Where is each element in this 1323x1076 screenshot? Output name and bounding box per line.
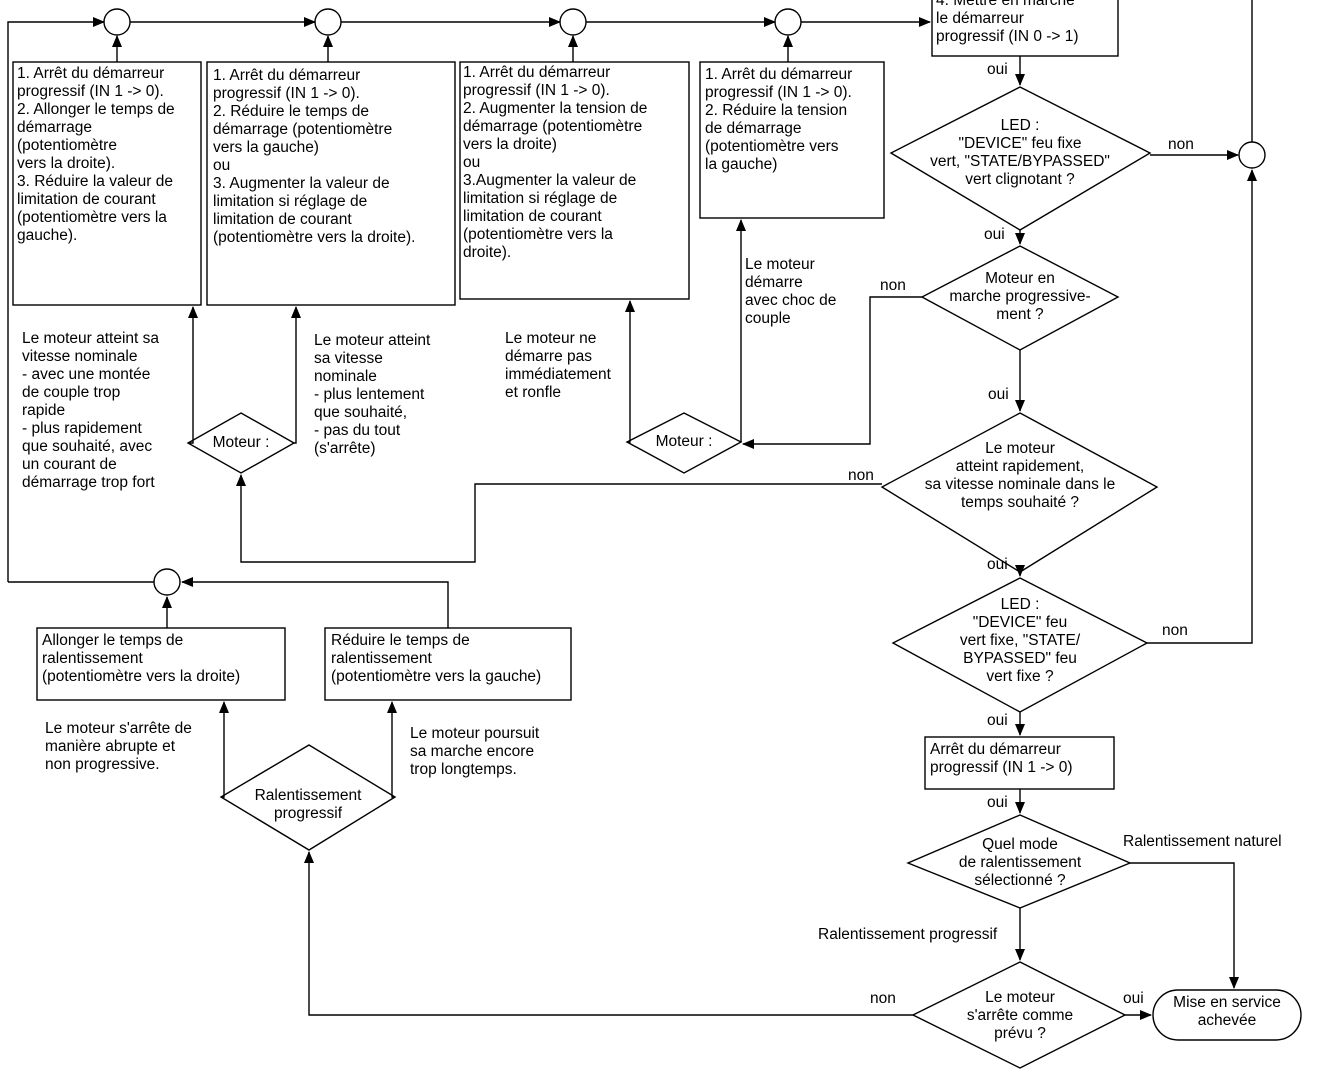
- box-lengthen: [36, 627, 286, 701]
- box-lengthen-text: Allonger le temps de ralentissement (pot…: [42, 632, 241, 685]
- junction-2: [314, 8, 342, 36]
- diamond-stops: [911, 961, 1127, 1069]
- note-long-run: Le moteur poursuit sa marche encore trop…: [410, 725, 540, 778]
- box-a1-text: 1. Arrêt du démarreur progressif (IN 1 -…: [17, 65, 175, 244]
- box-a4-text: 1. Arrêt du démarreur progressif (IN 1 -…: [705, 66, 853, 173]
- box-a4: [699, 61, 885, 219]
- box-start: [931, 0, 1119, 57]
- diamond-progressive-text: Moteur en marche progressive- ment ?: [949, 270, 1091, 323]
- junction-right: [1238, 141, 1266, 169]
- box-a2-text: 1. Arrêt du démarreur progressif (IN 1 -…: [213, 67, 416, 246]
- label-non-3: non: [848, 467, 874, 484]
- note-abrupt-stop: Le moteur s'arrête de manière abrupte et…: [45, 720, 192, 773]
- note-fast-start: Le moteur atteint sa vitesse nominale - …: [22, 330, 159, 491]
- label-non-2: non: [880, 277, 906, 294]
- label-oui-2: oui: [984, 226, 1005, 243]
- box-end: [1152, 989, 1302, 1041]
- box-start-text: 4. Mettre en marche le démarreur progres…: [936, 0, 1079, 45]
- box-shorten-text: Réduire le temps de ralentissement (pote…: [331, 632, 542, 685]
- diamond-stops-text: Le moteur s'arrête comme prévu ?: [966, 989, 1074, 1042]
- label-non-1: non: [1168, 136, 1194, 153]
- diamond-moteur1-text: Moteur :: [212, 434, 270, 451]
- box-a2: [206, 61, 456, 306]
- note-torque-shock: Le moteur démarre avec choc de couple: [745, 256, 837, 327]
- label-oui-5: oui: [987, 712, 1008, 729]
- label-ralent-progressif: Ralentissement progressif: [818, 926, 998, 943]
- label-oui-6: oui: [987, 794, 1008, 811]
- diamond-led2-text: LED : "DEVICE" feu vert fixe, "STATE/ BY…: [959, 596, 1081, 685]
- label-oui-1: oui: [987, 61, 1008, 78]
- junction-4: [774, 8, 802, 36]
- label-non-4: non: [1162, 622, 1188, 639]
- label-non-5: non: [870, 990, 896, 1007]
- diamond-moteur1: [186, 412, 296, 474]
- note-no-start: Le moteur ne démarre pas immédiatement e…: [505, 330, 611, 401]
- note-slow-start: Le moteur atteint sa vitesse nominale - …: [314, 332, 431, 457]
- diamond-led1-text: LED : "DEVICE" feu fixe vert, "STATE/BYP…: [930, 117, 1110, 188]
- diamond-moteur2-text: Moteur :: [655, 433, 713, 450]
- diamond-moteur2: [625, 412, 743, 474]
- box-a1: [12, 61, 202, 306]
- diamond-mode-text: Quel mode de ralentissement sélectionné …: [958, 836, 1082, 889]
- junction-3: [559, 8, 587, 36]
- box-end-text: Mise en service achevée: [1173, 994, 1281, 1029]
- box-a3: [459, 61, 690, 300]
- diamond-nominal-text: Le moteur atteint rapidement, sa vitesse…: [924, 440, 1116, 511]
- label-oui-7: oui: [1123, 990, 1144, 1007]
- label-ralent-naturel: Ralentissement naturel: [1123, 833, 1282, 850]
- junction-bottom: [153, 568, 181, 596]
- diamond-ralent: [219, 744, 397, 851]
- label-oui-3: oui: [988, 386, 1009, 403]
- box-a3-text: 1. Arrêt du démarreur progressif (IN 1 -…: [463, 64, 648, 261]
- label-oui-4: oui: [987, 556, 1008, 573]
- diamond-ralent-text: Ralentissement progressif: [254, 787, 362, 822]
- junction-1: [103, 8, 131, 36]
- box-stop-text: Arrêt du démarreur progressif (IN 1 -> 0…: [930, 741, 1073, 776]
